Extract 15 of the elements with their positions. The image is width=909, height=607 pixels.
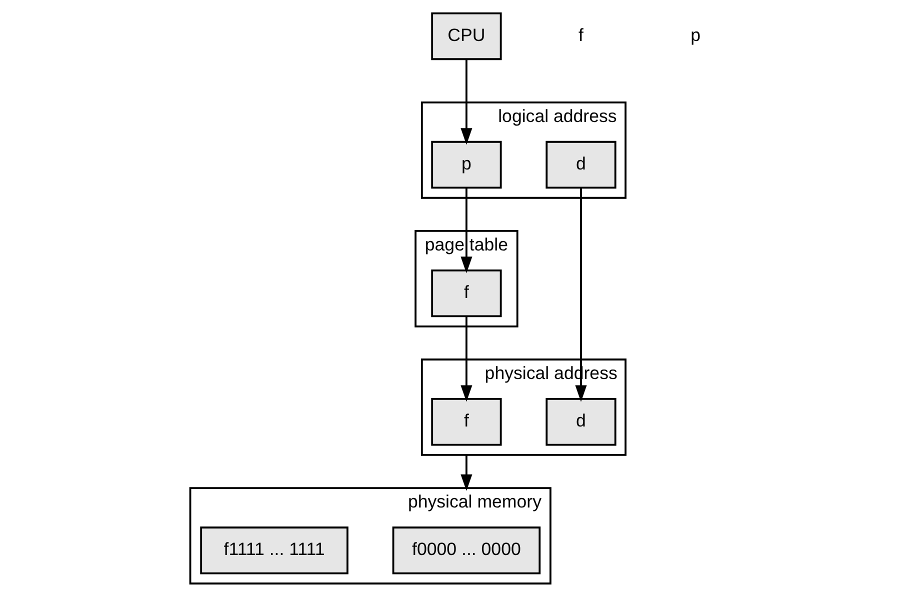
node-box: f — [430, 269, 502, 318]
label: p — [690, 24, 700, 45]
arrow — [460, 454, 472, 491]
node-box: d — [545, 398, 616, 446]
node-box: CPU — [430, 12, 502, 60]
arrow — [574, 188, 586, 402]
label: f — [578, 24, 583, 45]
node-box: p — [430, 140, 502, 189]
node-box: d — [545, 140, 616, 189]
arrow — [460, 316, 472, 402]
node-box: f — [430, 398, 502, 446]
arrow — [460, 59, 472, 145]
node-box: f1111 ... 1111 — [200, 526, 348, 574]
arrow — [460, 188, 472, 274]
node-box: f0000 ... 0000 — [392, 526, 540, 574]
